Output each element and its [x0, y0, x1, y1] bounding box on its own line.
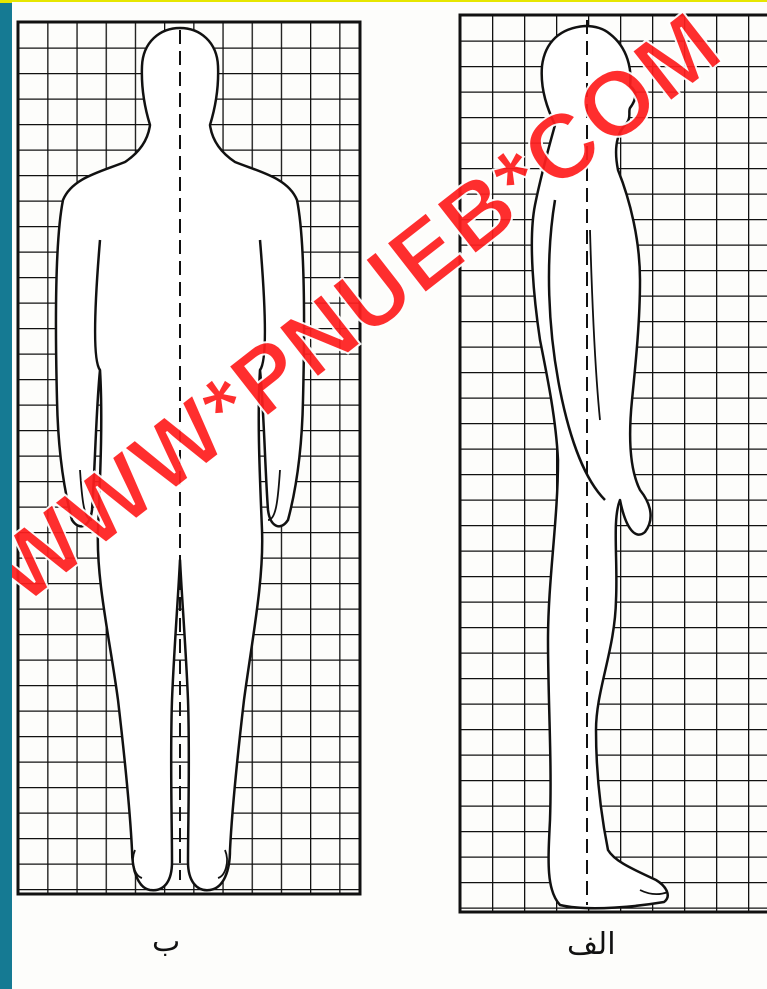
side-view-label: الف	[567, 927, 616, 962]
back-view-label: ب	[152, 924, 180, 959]
posture-grid-figure: ب الف WWW*PNUEB*COM	[12, 2, 767, 989]
